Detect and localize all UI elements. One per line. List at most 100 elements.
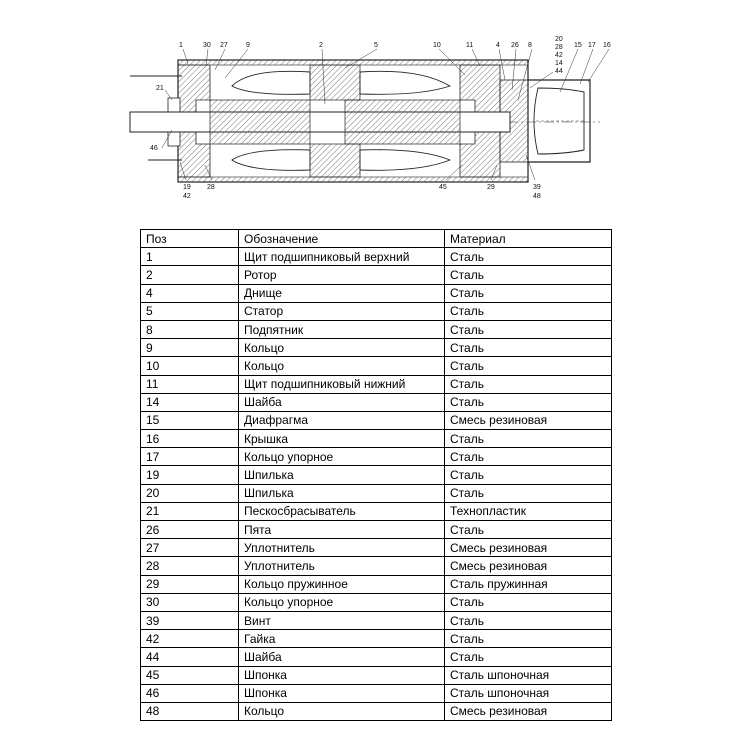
callout-top-8: 8 <box>517 42 533 101</box>
cell-material: Сталь <box>444 647 612 667</box>
cell-designation: Шпонка <box>238 683 445 703</box>
rotor-core-right <box>344 99 461 145</box>
callout-bottom-39: 39 <box>525 154 541 191</box>
svg-text:16: 16 <box>603 42 611 49</box>
cell-pos: 44 <box>140 647 239 667</box>
cell-pos: 26 <box>140 519 239 540</box>
cell-pos: 5 <box>140 301 239 321</box>
callout-top-16: 16 <box>587 42 611 83</box>
callout-top-17: 17 <box>579 42 596 85</box>
svg-text:8: 8 <box>528 42 532 49</box>
housing-wall-top <box>177 59 529 66</box>
svg-text:2: 2 <box>319 42 323 49</box>
stator-core-top <box>309 64 361 101</box>
motor-section-drawing: 1 30 27 9 2 5 10 11 4 26 8 20 28 42 14 4… <box>129 36 611 200</box>
cell-designation: Щит подшипниковый нижний <box>238 374 445 394</box>
callout-left-21: 21 <box>156 85 173 101</box>
cell-pos: 42 <box>140 629 239 649</box>
cell-designation: Ротор <box>238 265 445 285</box>
cell-material: Сталь <box>444 447 612 467</box>
cell-pos: 16 <box>140 429 239 449</box>
cell-material: Смесь резиновая <box>444 701 612 722</box>
cell-material: Сталь пружинная <box>444 574 612 594</box>
callout-top-4: 4 <box>496 42 506 81</box>
svg-text:26: 26 <box>511 42 519 49</box>
callout-top-2: 2 <box>319 42 326 105</box>
winding-top-right <box>359 70 452 95</box>
svg-text:46: 46 <box>150 145 158 152</box>
cell-material: Сталь <box>444 374 612 394</box>
svg-text:30: 30 <box>203 42 211 49</box>
cell-designation: Кольцо пружинное <box>238 574 445 594</box>
callout-top-10: 10 <box>433 42 466 76</box>
cell-material: Сталь <box>444 265 612 285</box>
winding-bottom-right <box>359 149 452 171</box>
cell-designation: Гайка <box>238 629 445 649</box>
cell-designation: Кольцо <box>238 338 445 358</box>
svg-text:29: 29 <box>487 184 495 191</box>
header-designation: Обозначение <box>238 228 445 249</box>
callout-bottom-29: 29 <box>487 164 498 191</box>
cell-pos: 14 <box>140 392 239 412</box>
callout-top-1: 1 <box>179 42 189 65</box>
cell-designation: Пескосбрасыватель <box>238 501 445 522</box>
cell-material: Технопластик <box>444 501 612 522</box>
callout-bottom-42: 42 <box>183 193 191 200</box>
callout-top-42: 42 <box>555 52 563 59</box>
cell-pos: 28 <box>140 556 239 576</box>
svg-text:42: 42 <box>183 193 191 200</box>
cell-designation: Подпятник <box>238 319 445 340</box>
callout-bottom-19: 19 <box>179 161 191 191</box>
housing-wall-bottom <box>177 176 529 183</box>
cell-pos: 27 <box>140 538 239 558</box>
cell-designation: Шайба <box>238 392 445 412</box>
cell-designation: Винт <box>238 610 445 631</box>
cell-designation: Шпонка <box>238 665 445 685</box>
cell-pos: 20 <box>140 483 239 503</box>
callout-top-26: 26 <box>511 42 519 91</box>
cell-material: Сталь <box>444 429 612 449</box>
cell-pos: 15 <box>140 410 239 431</box>
cell-pos: 46 <box>140 683 239 703</box>
callout-top-9: 9 <box>224 42 250 79</box>
cell-designation: Кольцо <box>238 356 445 376</box>
callout-bottom-48: 48 <box>533 193 541 200</box>
cell-material: Сталь <box>444 356 612 376</box>
table-header-row: Поз Обозначение Материал <box>140 228 612 249</box>
cell-material: Сталь <box>444 319 612 340</box>
cell-material: Смесь резиновая <box>444 538 612 558</box>
diaphragm <box>533 87 585 155</box>
cell-designation: Кольцо <box>238 701 445 722</box>
callout-top-27: 27 <box>214 42 228 71</box>
stator-core-bottom <box>309 143 361 178</box>
cell-pos: 30 <box>140 592 239 612</box>
cell-material: Сталь шпоночная <box>444 683 612 703</box>
cell-material: Сталь <box>444 483 612 503</box>
cell-pos: 19 <box>140 465 239 485</box>
cell-designation: Днище <box>238 283 445 303</box>
svg-text:45: 45 <box>439 184 447 191</box>
cell-pos: 4 <box>140 283 239 303</box>
cell-pos: 29 <box>140 574 239 594</box>
callout-bottom-45: 45 <box>439 164 463 191</box>
cell-designation: Кольцо упорное <box>238 592 445 612</box>
cell-material: Сталь <box>444 247 612 267</box>
